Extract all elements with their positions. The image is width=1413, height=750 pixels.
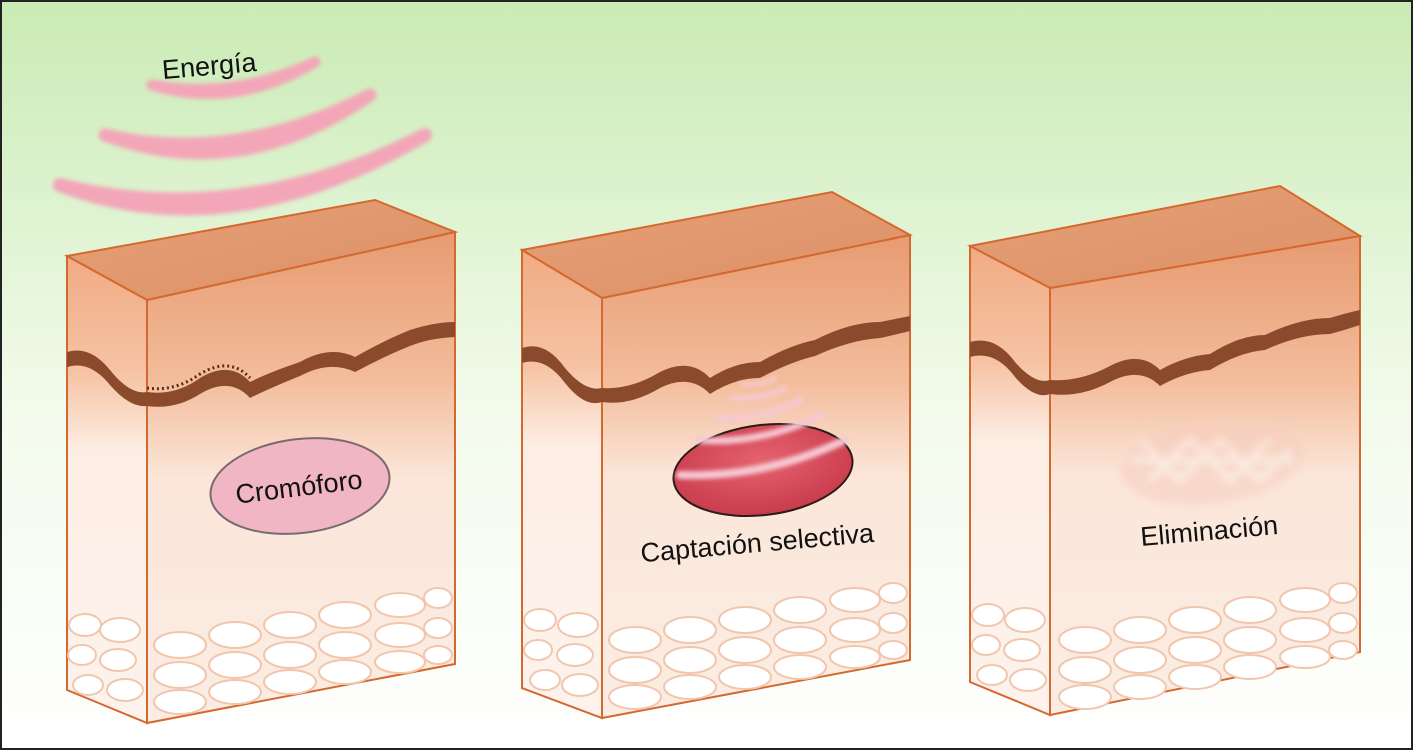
pigment-layer — [970, 310, 1360, 396]
chromophore — [209, 437, 391, 535]
fragmented-chromophore — [1120, 418, 1304, 506]
pigment-layer — [67, 322, 455, 407]
skin-block-2: Captación selectiva — [519, 190, 913, 720]
energy-waves — [53, 56, 432, 216]
fat-cells — [67, 587, 453, 715]
skin-block-3: Eliminación — [967, 184, 1363, 717]
skin-block-1: Cromóforo — [64, 198, 459, 725]
absorbed-energy-waves — [676, 376, 849, 480]
pigment-layer — [522, 316, 910, 404]
